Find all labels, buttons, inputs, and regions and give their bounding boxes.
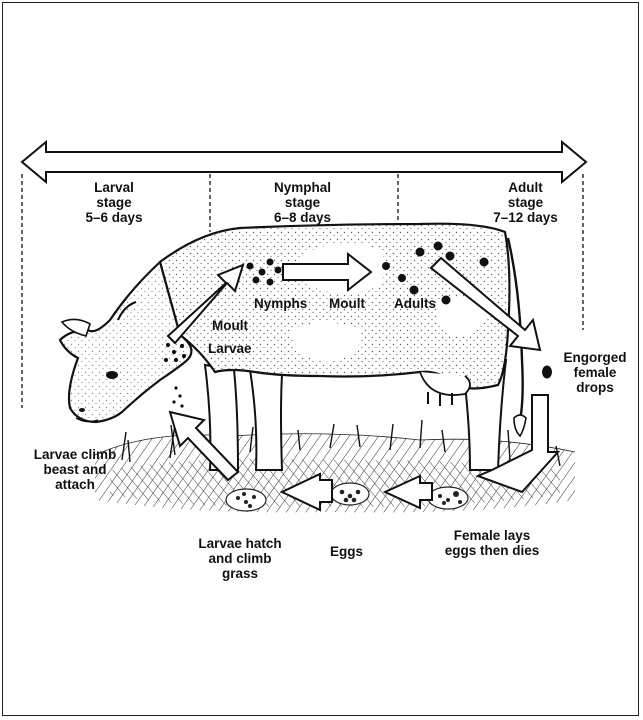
larvae-on-grass <box>172 386 183 407</box>
adults-label: Adults <box>394 296 436 311</box>
timeline-double-arrow <box>22 142 586 182</box>
moult-label-left: Moult <box>212 318 248 333</box>
moult-label-middle: Moult <box>329 296 365 311</box>
cow <box>60 224 526 470</box>
nymphs-label: Nymphs <box>254 296 307 311</box>
larvae-label: Larvae <box>208 341 252 356</box>
eggs-label: Eggs <box>330 544 363 559</box>
engorged-female-tick <box>543 366 552 378</box>
